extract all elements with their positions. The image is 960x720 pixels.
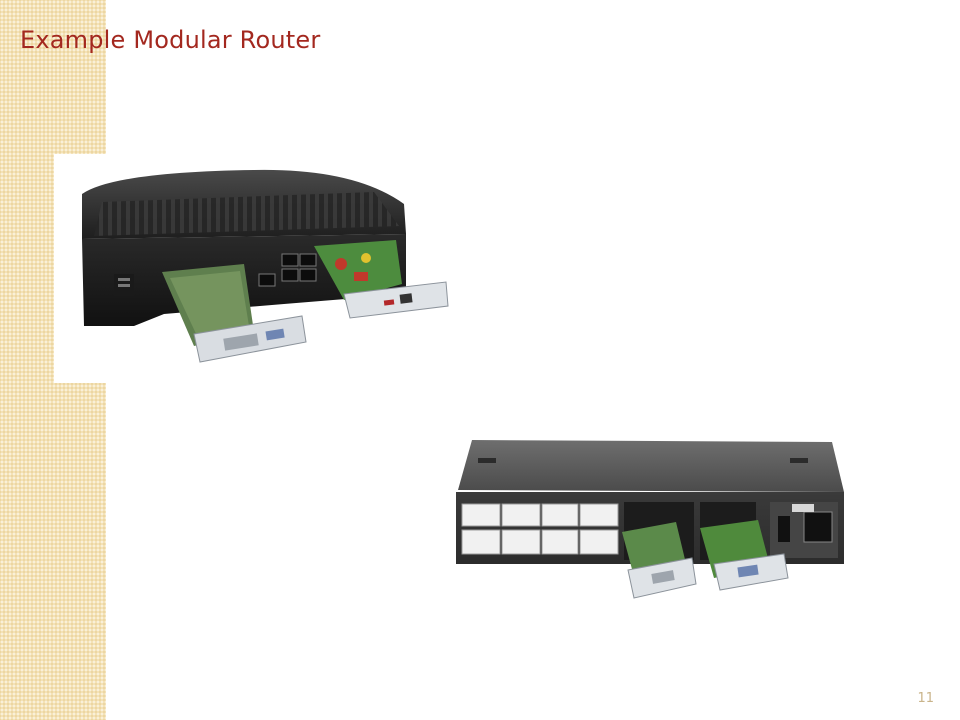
rack-modular-router-photo: [452, 432, 848, 602]
slide-title: Example Modular Router: [20, 26, 321, 54]
desktop-modular-router-photo: [54, 154, 450, 383]
page-number: 11: [917, 691, 934, 706]
